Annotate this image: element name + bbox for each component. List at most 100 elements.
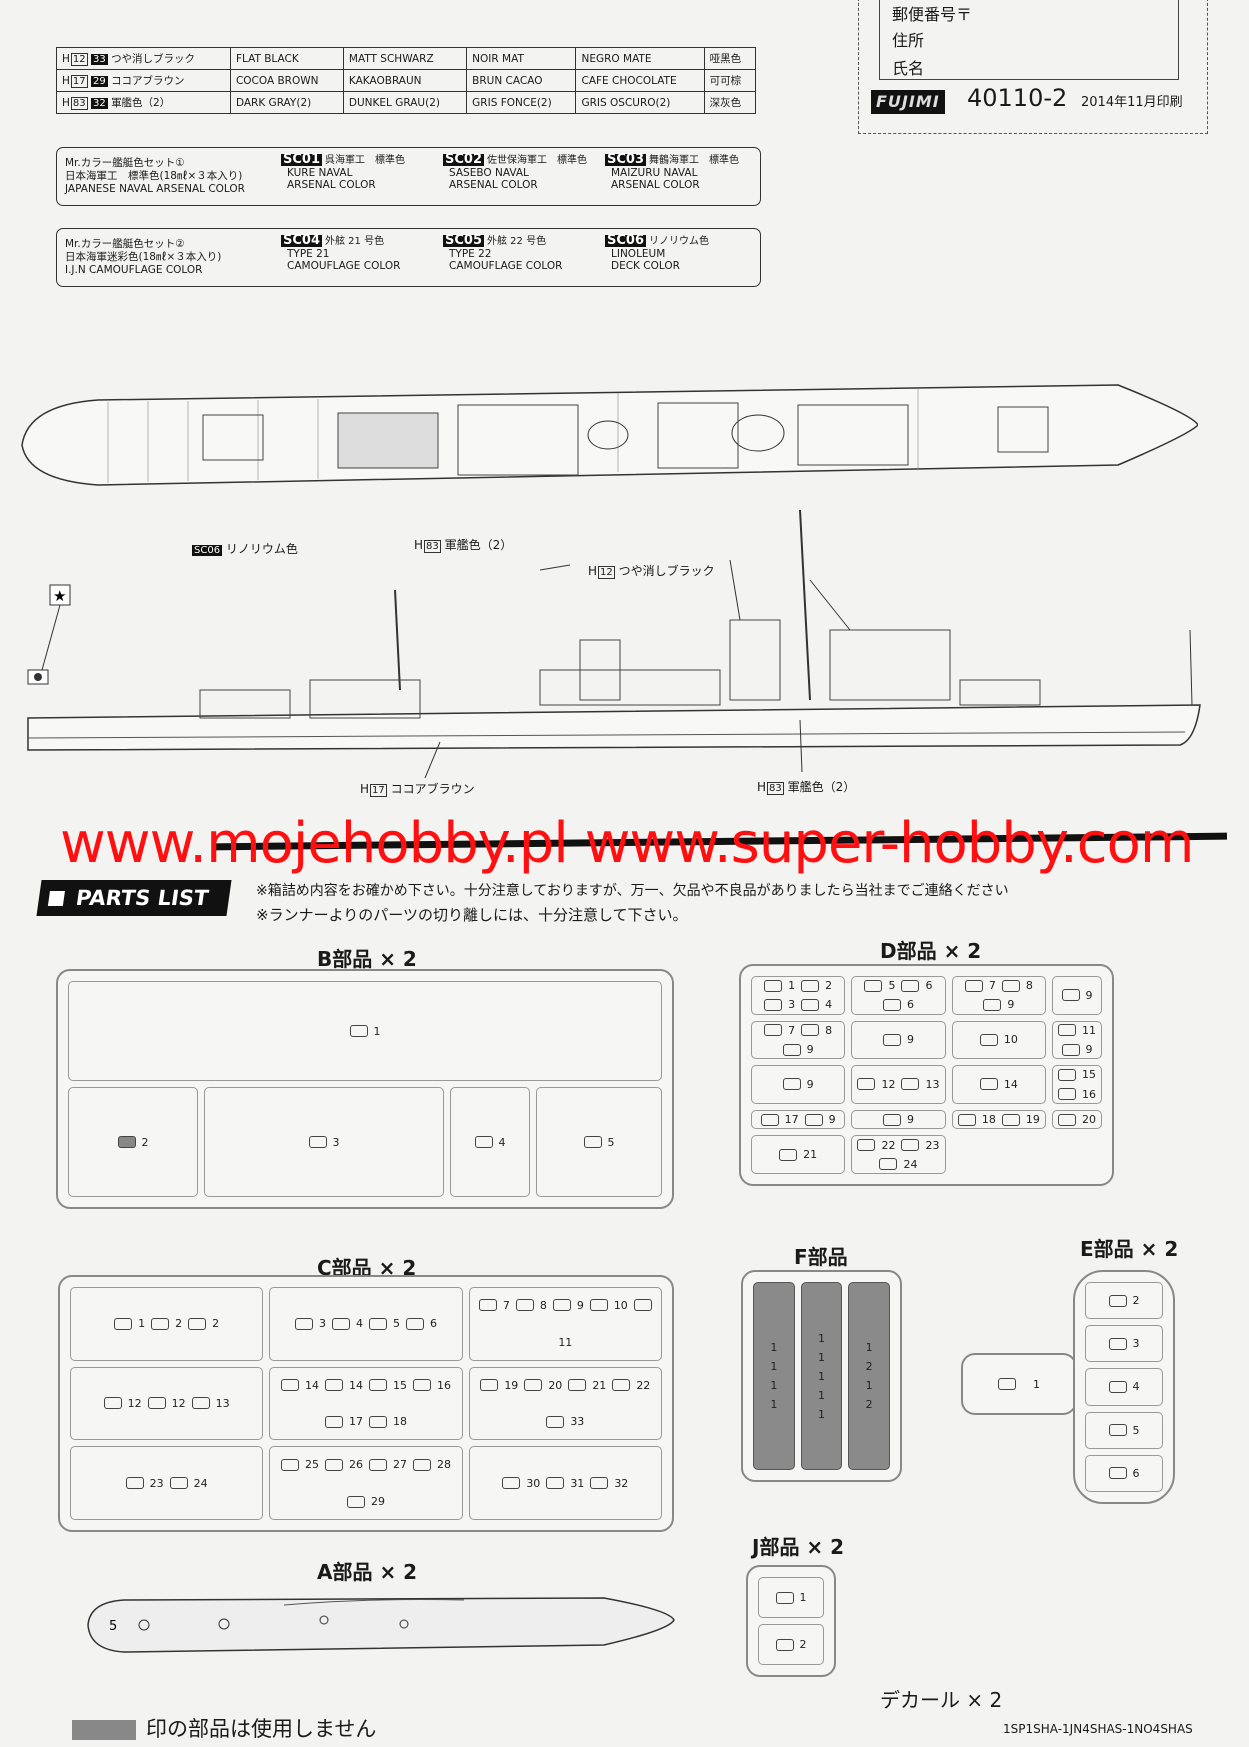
part-shape — [103, 1397, 122, 1410]
runner-d-cell: 21 — [751, 1135, 846, 1174]
part-number: 3 — [332, 1135, 340, 1149]
part-number: 9 — [1007, 998, 1015, 1012]
part-number: 11 — [1082, 1023, 1096, 1037]
part-number: 32 — [614, 1476, 629, 1490]
part-number: 19 — [1025, 1113, 1040, 1127]
color-name-jp: ココアブラウン — [111, 75, 185, 87]
decal-count: デカール × 2 — [880, 1688, 1003, 1712]
ship-top-view — [21, 384, 1198, 486]
color-code: SC06 — [192, 545, 223, 556]
color-code: 17 — [370, 784, 387, 797]
paint-name-en: LINOLEUM — [611, 248, 666, 260]
footer-code: 1SP1SHA-1JN4SHAS-1NO4SHAS — [1003, 1722, 1193, 1736]
paint-name-jp: 呉海軍工 標準色 — [325, 155, 405, 166]
color-name-jp: つや消しブラック — [111, 53, 196, 65]
naval-ensign-icon — [34, 673, 42, 681]
part-shape — [280, 1379, 299, 1392]
part-number: 14 — [304, 1378, 319, 1392]
part-number: 9 — [906, 1033, 914, 1047]
part-number: 24 — [193, 1476, 208, 1490]
set-line: 日本海軍工 標準色(18㎖×３本入り) — [65, 170, 243, 182]
part-shape — [764, 998, 783, 1011]
part-number: 12 — [881, 1077, 896, 1091]
paint-code: SC02 — [443, 152, 484, 167]
part-number: 7 — [988, 979, 996, 993]
part-number: 27 — [392, 1458, 407, 1472]
part-shape — [368, 1415, 387, 1428]
part-shape — [125, 1477, 144, 1490]
part-number: 1 — [770, 1398, 778, 1411]
part-shape — [552, 1299, 571, 1312]
part-number: 2 — [141, 1135, 149, 1149]
part-shape — [782, 1078, 801, 1091]
note-contents: ※箱詰め内容をお確かめ下さい。十分注意しておりますが、万一、欠品や不良品がありま… — [256, 883, 1009, 899]
part-shape — [882, 1033, 901, 1046]
part-shape — [368, 1317, 387, 1330]
part-number: 13 — [925, 1077, 940, 1091]
part-number: 18 — [981, 1113, 996, 1127]
paint-name-en: ARSENAL COLOR — [449, 179, 538, 191]
part-shape — [1061, 989, 1080, 1002]
part-shape — [957, 1113, 976, 1126]
note-cutting: ※ランナーよりのパーツの切り離しには、十分注意して下さい。 — [256, 906, 688, 924]
part-number: 7 — [502, 1298, 510, 1312]
part-number: 24 — [903, 1157, 918, 1171]
part-number: 15 — [392, 1378, 407, 1392]
paint-name-en: TYPE 22 — [449, 248, 492, 260]
runner-d-cell: 10 — [951, 1020, 1046, 1060]
paint-name-en: TYPE 21 — [287, 248, 330, 260]
part-shape — [191, 1397, 210, 1410]
color-name-fr: GRIS FONCE(2) — [466, 91, 577, 114]
color-code: 12 — [70, 53, 88, 66]
part-shape — [1058, 1024, 1076, 1037]
part-shape — [590, 1477, 609, 1490]
part-number: 1 — [817, 1407, 825, 1421]
paint-name-en: DECK COLOR — [611, 260, 680, 272]
color-name-cn: 可可棕 — [703, 69, 757, 92]
part-shape — [879, 1158, 898, 1171]
part-number: 23 — [925, 1138, 940, 1152]
part-number: 8 — [1025, 979, 1033, 993]
part-number: 1 — [1033, 1377, 1041, 1391]
part-number: 21 — [592, 1378, 607, 1392]
part-number: 9 — [906, 1113, 914, 1127]
part-number: 6 — [906, 998, 914, 1012]
part-shape — [801, 1024, 820, 1037]
runner-d-cell: 14 — [951, 1065, 1046, 1104]
runner-b-cell: 2 — [68, 1087, 198, 1197]
color-name-de: MATT SCHWARZ — [342, 47, 468, 70]
part-number: 7 — [788, 1023, 796, 1037]
paint-name-en: ARSENAL COLOR — [611, 179, 700, 191]
color-code: 17 — [70, 75, 88, 88]
set-line: I.J.N CAMOUFLAGE COLOR — [65, 264, 203, 276]
part-number: 9 — [1085, 1043, 1093, 1057]
part-shape — [1108, 1424, 1127, 1437]
part-number: 21 — [803, 1148, 818, 1162]
part-number: 4 — [1132, 1380, 1140, 1394]
name-label: 氏名 — [892, 59, 925, 78]
part-number: 25 — [304, 1458, 319, 1472]
part-shape — [117, 1136, 136, 1148]
paint-name-jp: リノリウム色 — [649, 236, 709, 247]
part-a-hull: 5 — [87, 1597, 675, 1653]
part-number: 5 — [1132, 1423, 1140, 1437]
part-shape — [349, 1025, 368, 1037]
part-shape — [515, 1299, 534, 1312]
part-shape — [147, 1397, 166, 1410]
